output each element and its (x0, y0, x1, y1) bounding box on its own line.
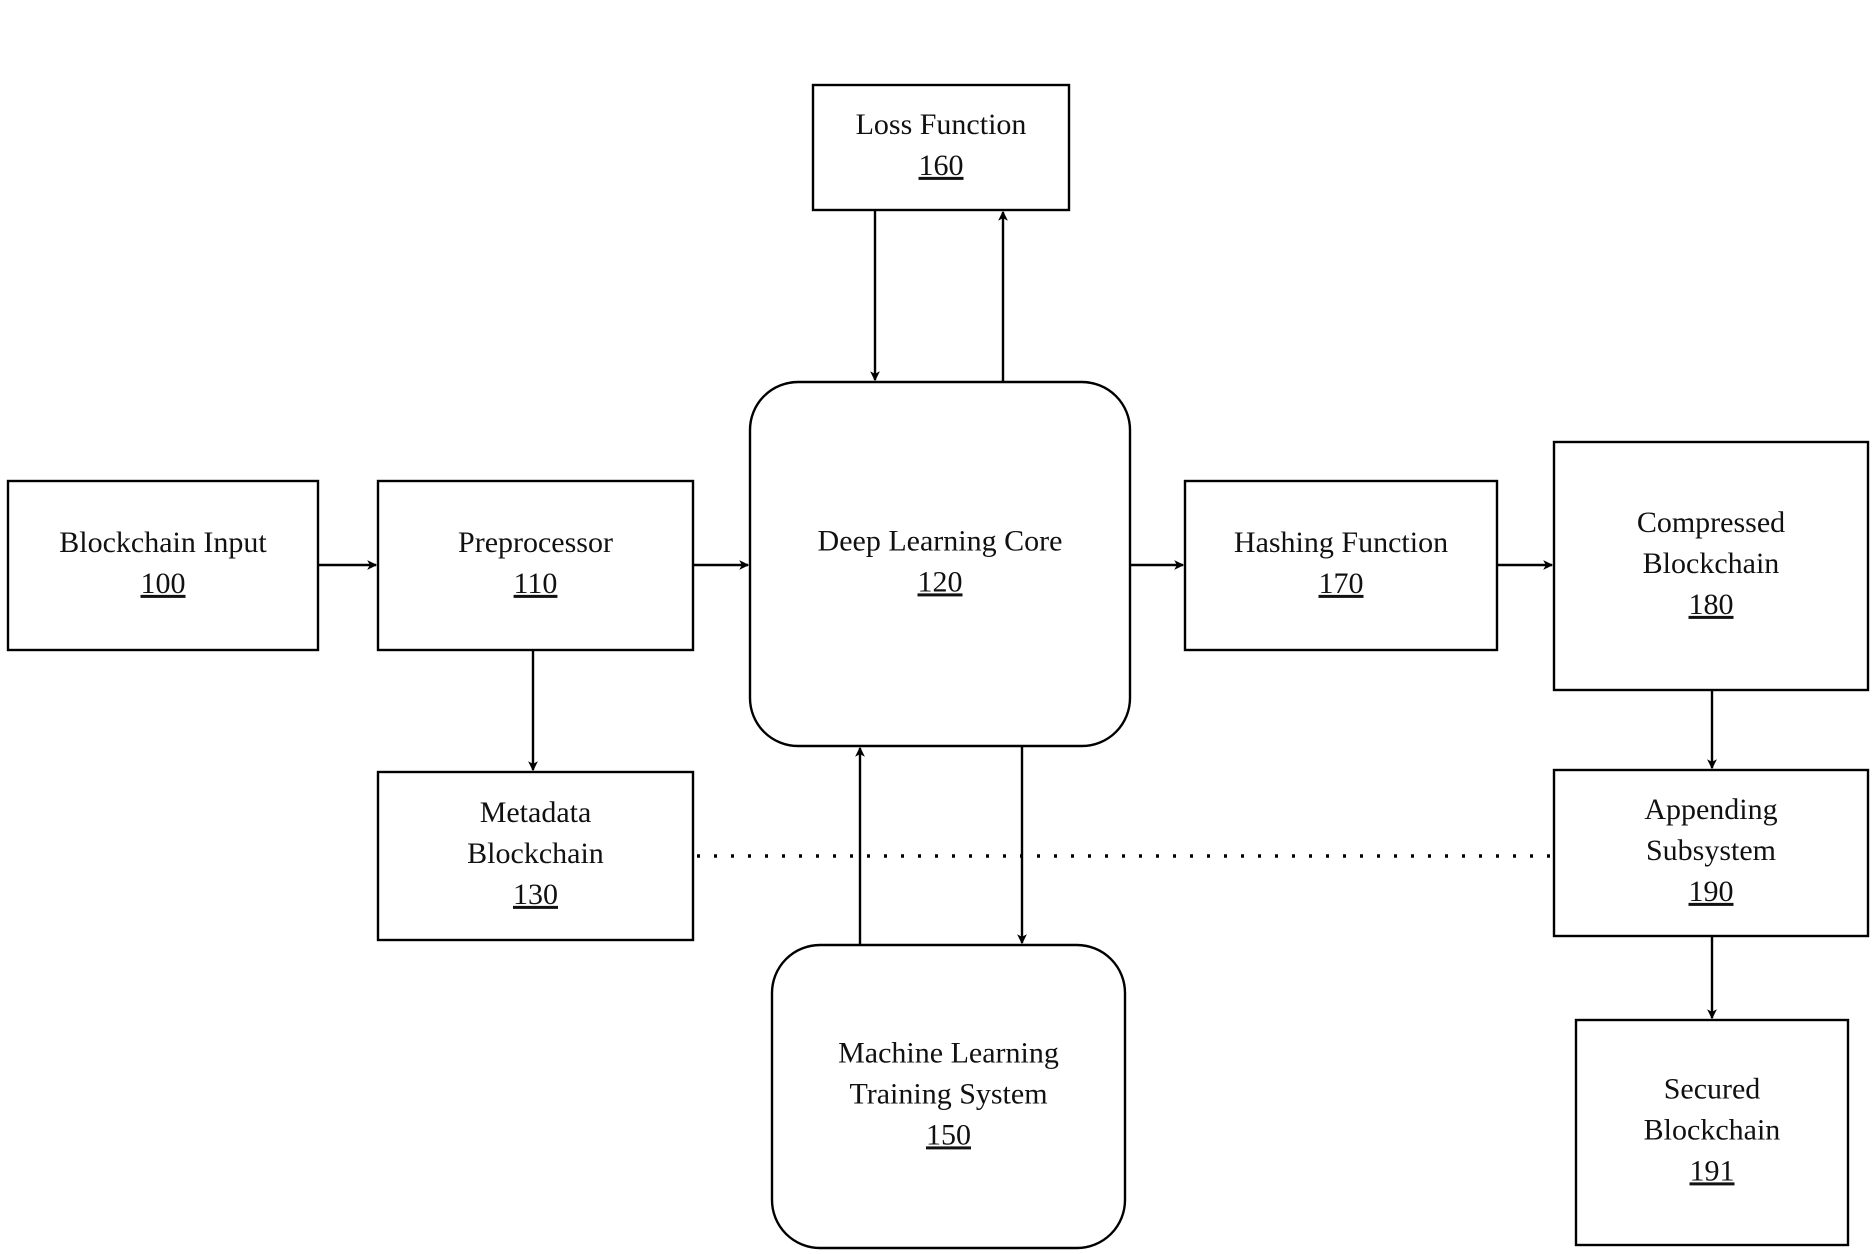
node-reference-numeral-secured-blockchain: 191 (1690, 1154, 1735, 1187)
node-reference-numeral-blockchain-input: 100 (141, 567, 186, 600)
node-label-loss-function: Loss Function (856, 108, 1027, 141)
node-reference-numeral-hashing-function: 170 (1319, 567, 1364, 600)
node-blockchain-input[interactable]: Blockchain Input 100 (6, 479, 320, 652)
node-box-blockchain-input (6, 479, 320, 652)
node-box-hashing-function (1183, 479, 1499, 652)
node-reference-numeral-compressed-blockchain: 180 (1689, 588, 1734, 621)
node-label-appending-subsystem: Appending (1644, 793, 1777, 826)
node-label-metadata-blockchain: Blockchain (467, 837, 604, 870)
node-label-machine-learning-training-system: Machine Learning (838, 1036, 1059, 1069)
node-deep-learning-core[interactable]: Deep Learning Core 120 (748, 380, 1132, 748)
node-label-metadata-blockchain: Metadata (480, 796, 592, 829)
node-box-appending-subsystem (1552, 768, 1870, 938)
node-label-compressed-blockchain: Compressed (1637, 506, 1785, 539)
node-hashing-function[interactable]: Hashing Function 170 (1183, 479, 1499, 652)
node-label-blockchain-input: Blockchain Input (59, 526, 267, 559)
node-loss-function[interactable]: Loss Function 160 (811, 83, 1071, 212)
node-label-compressed-blockchain: Blockchain (1643, 547, 1780, 580)
node-reference-numeral-loss-function: 160 (919, 149, 964, 182)
node-label-machine-learning-training-system: Training System (849, 1077, 1047, 1110)
node-label-appending-subsystem: Subsystem (1646, 834, 1776, 867)
node-reference-numeral-preprocessor: 110 (514, 567, 558, 600)
node-preprocessor[interactable]: Preprocessor 110 (376, 479, 695, 652)
node-label-secured-blockchain: Blockchain (1644, 1113, 1781, 1146)
node-reference-numeral-machine-learning-training-system: 150 (926, 1118, 971, 1151)
node-reference-numeral-metadata-blockchain: 130 (513, 878, 558, 911)
node-box-secured-blockchain (1574, 1018, 1850, 1247)
node-box-metadata-blockchain (376, 770, 695, 942)
node-label-hashing-function: Hashing Function (1234, 526, 1448, 559)
node-label-preprocessor: Preprocessor (458, 526, 613, 559)
node-box-deep-learning-core (748, 380, 1132, 748)
node-reference-numeral-appending-subsystem: 190 (1689, 875, 1734, 908)
node-reference-numeral-deep-learning-core: 120 (918, 565, 963, 598)
node-box-machine-learning-training-system (770, 943, 1127, 1250)
nodes-layer: Blockchain Input 100 Preprocessor 110 Deep L… (6, 83, 1870, 1250)
edges-layer (318, 210, 1717, 1020)
node-box-compressed-blockchain (1552, 440, 1870, 692)
node-box-loss-function (811, 83, 1071, 212)
node-label-secured-blockchain: Secured (1664, 1072, 1761, 1105)
node-label-deep-learning-core: Deep Learning Core (818, 524, 1063, 557)
node-box-preprocessor (376, 479, 695, 652)
